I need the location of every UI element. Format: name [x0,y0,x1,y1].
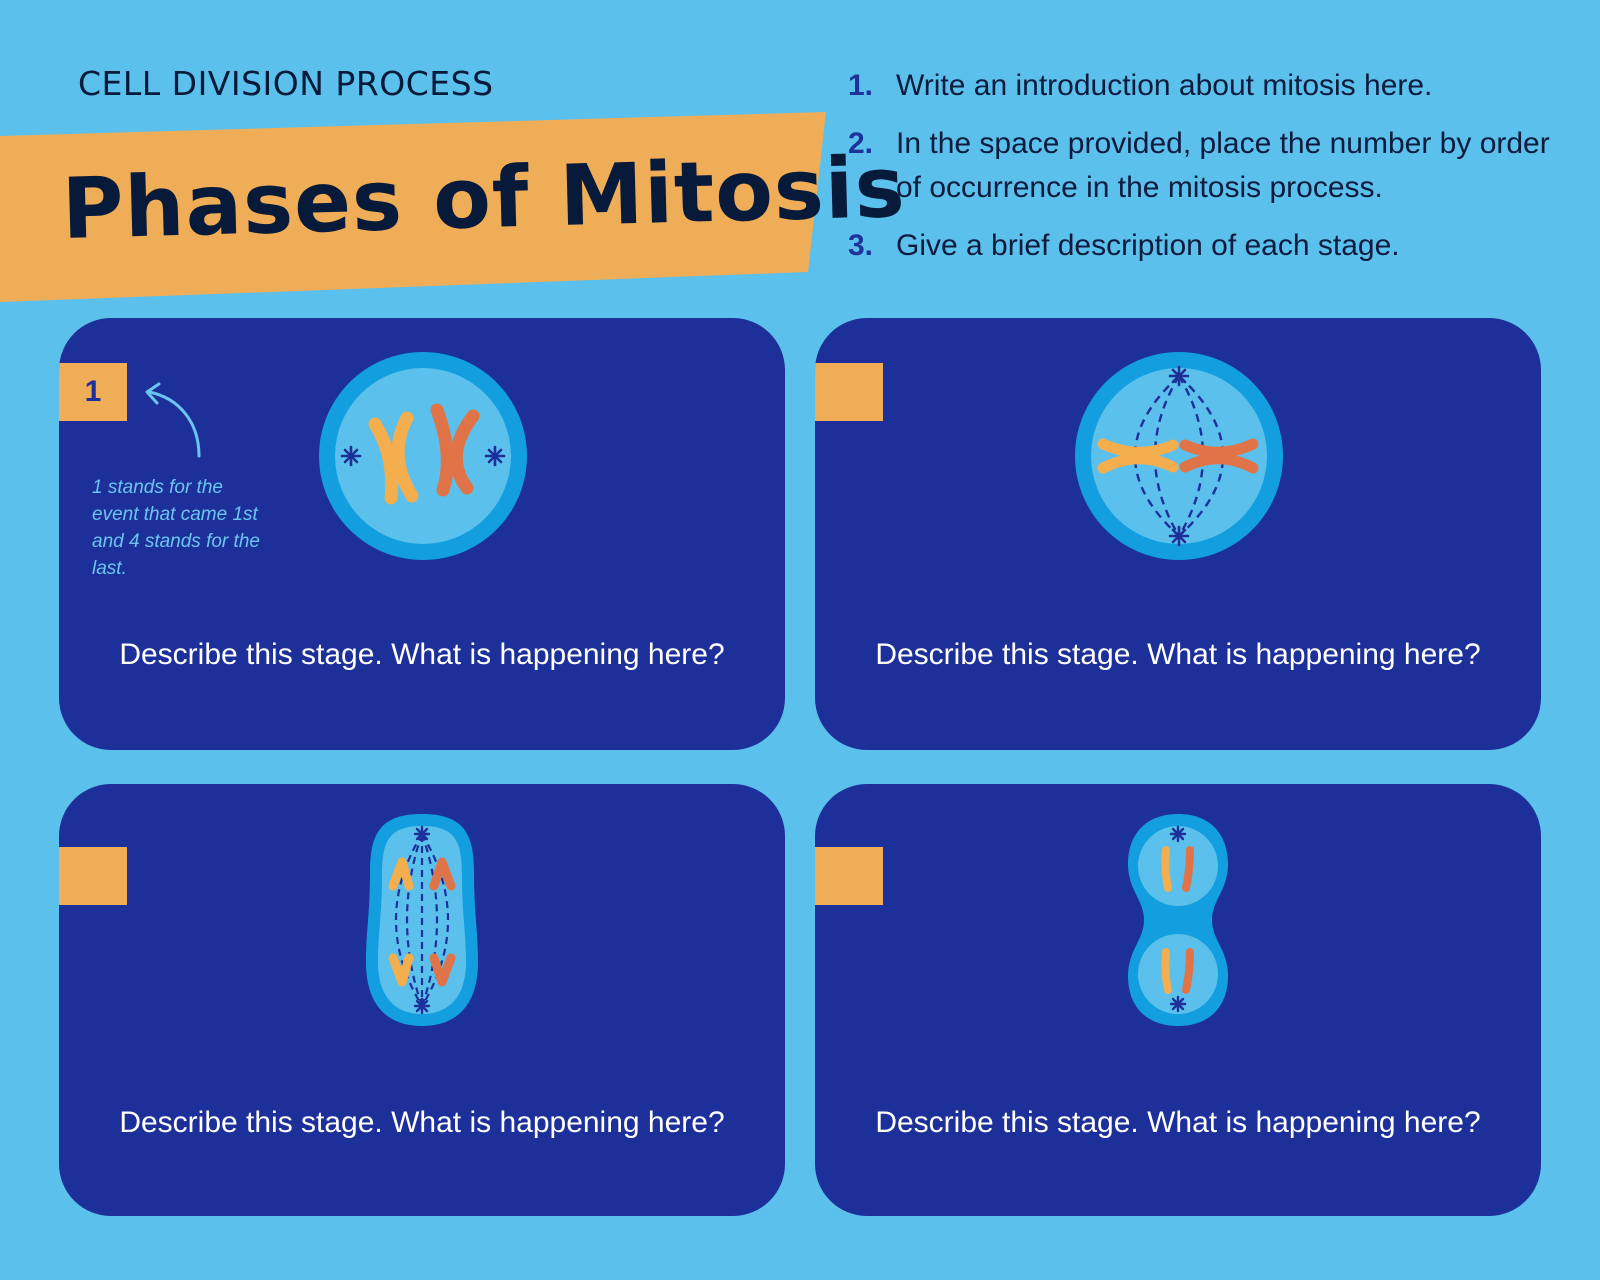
stage-number-box[interactable] [815,847,883,905]
instructions-list: 1. Write an introduction about mitosis h… [848,64,1568,282]
stage-description-prompt: Describe this stage. What is happening h… [119,1106,725,1139]
title-banner [0,112,830,302]
curved-arrow-icon [145,382,201,458]
instruction-item: 3. Give a brief description of each stag… [848,224,1568,268]
stage-number-box[interactable] [59,847,127,905]
stage-card-3: Describe this stage. What is happening h… [59,784,785,1216]
stage-description-prompt: Describe this stage. What is happening h… [875,638,1481,671]
instruction-text: Write an introduction about mitosis here… [896,69,1433,102]
instruction-item: 2. In the space provided, place the numb… [848,122,1568,210]
subtitle: CELL DIVISION PROCESS [78,64,494,103]
stage-number-box[interactable]: 1 [59,363,127,421]
stage-card-2: Describe this stage. What is happening h… [815,318,1541,750]
instruction-number: 2. [848,127,874,160]
anaphase-cell-icon [366,814,478,1026]
numbering-note: 1 stands for the event that came 1st and… [92,477,260,579]
metaphase-cell-icon [1075,352,1283,560]
stage-card-4: Describe this stage. What is happening h… [815,784,1541,1216]
banner-shape [0,112,826,302]
stage-card-1: 1 1 stands for the event that came 1st a… [59,318,785,750]
stage-description-prompt: Describe this stage. What is happening h… [875,1106,1481,1139]
instruction-item: 1. Write an introduction about mitosis h… [848,64,1568,108]
instruction-text: In the space provided, place the number … [896,127,1550,204]
instruction-number: 1. [848,69,874,102]
instruction-number: 3. [848,229,874,262]
telophase-cell-icon [1128,814,1228,1026]
prophase-cell-icon [319,352,527,560]
stage-number-box[interactable] [815,363,883,421]
instruction-text: Give a brief description of each stage. [896,229,1400,262]
stage-description-prompt: Describe this stage. What is happening h… [119,638,725,671]
